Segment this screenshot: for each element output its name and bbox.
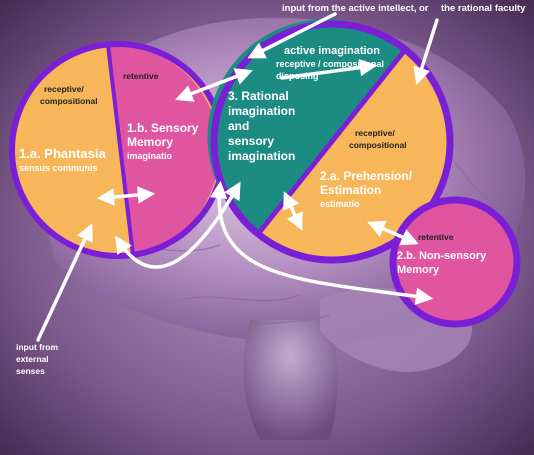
sensory-memory-top: retentive: [123, 71, 159, 81]
rational-title-line2: imagination: [228, 104, 295, 118]
arrows: [36, 12, 439, 342]
arrow-active-internal: [280, 58, 378, 80]
nonsensory-circle-group: [389, 196, 521, 328]
rational-subtitle-line1: receptive / compositional: [276, 59, 384, 69]
sensory-memory-subtitle: imaginatio: [127, 151, 173, 161]
rational-title-line1: 3. Rational: [228, 89, 289, 103]
prehension-title-line1: 2.a. Prehension/: [320, 169, 413, 183]
rational-imagination-region: [207, 19, 405, 235]
arrow-rational-faculty: [413, 18, 439, 86]
nonsensory-title-line2: Memory: [397, 264, 440, 276]
prehension-top-line2: compositional: [349, 140, 407, 150]
prehension-title-line2: Estimation: [320, 183, 381, 197]
external-input-line1: input from: [16, 342, 58, 352]
nonsensory-title-line1: 2.b. Non-sensory: [397, 250, 487, 262]
prehension-top-line1: receptive/: [355, 128, 395, 138]
arrow-active-intellect: [247, 12, 337, 59]
rational-subtitle-line2: disposing: [276, 71, 319, 81]
arrow-memory-rational: [175, 68, 253, 102]
brain-stem: [243, 320, 338, 440]
prehension-subtitle: estimatio: [320, 199, 360, 209]
phantasia-title: 1.a. Phantasia: [19, 146, 106, 161]
arrow-rational-nonsensory: [210, 180, 434, 305]
rational-title-line4: sensory: [228, 134, 274, 148]
nonsensory-top: retentive: [418, 232, 454, 242]
external-input-line3: senses: [16, 366, 45, 376]
rational-title-line3: and: [228, 119, 249, 133]
active-imagination-label: active imagination: [284, 45, 380, 57]
sensory-memory-title-line2: Memory: [127, 135, 173, 149]
phantasia-subtitle: sensus communis: [19, 163, 98, 173]
header-rational-faculty: the rational faculty: [441, 3, 526, 14]
header-or: or: [419, 3, 429, 14]
external-input-line2: external: [16, 354, 49, 364]
phantasia-top-line1: receptive/: [44, 84, 84, 94]
sensory-memory-title-line1: 1.b. Sensory: [127, 121, 199, 135]
arrow-external-input: [36, 223, 93, 342]
rational-title-line5: imagination: [228, 149, 295, 163]
header-active-intellect: input from the active intellect,: [282, 3, 417, 14]
phantasia-top-line2: compositional: [40, 96, 98, 106]
